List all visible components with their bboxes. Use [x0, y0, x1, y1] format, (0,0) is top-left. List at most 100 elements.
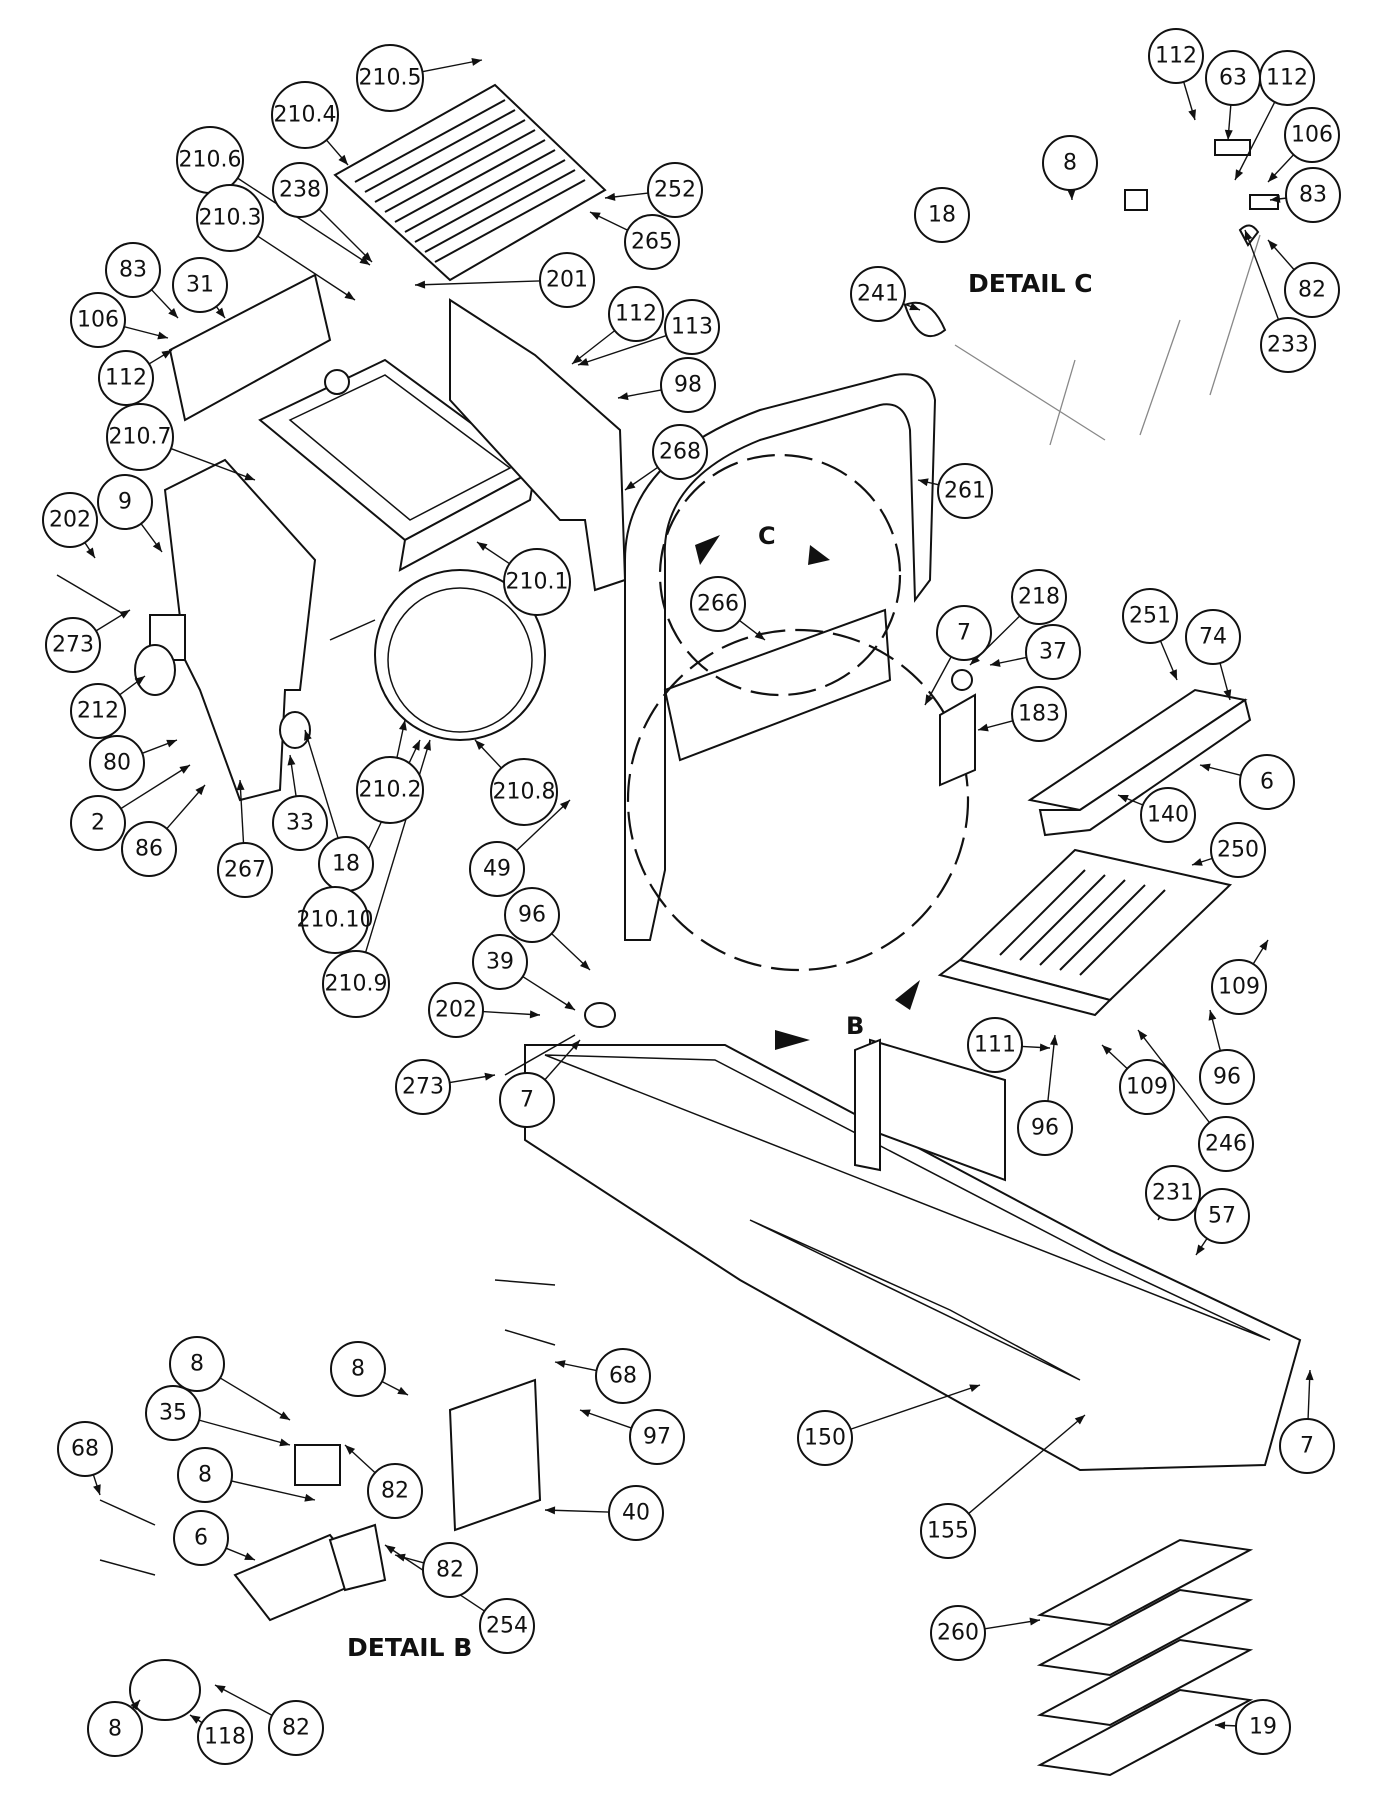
callout-bubble: 37 — [1025, 624, 1081, 680]
callout-circle — [57, 1421, 113, 1477]
leader-arrowhead — [395, 1553, 406, 1562]
leader-lines — [84, 57, 1314, 1730]
callout-label: 96 — [1031, 1116, 1059, 1141]
callout-bubble: 109 — [1119, 1059, 1175, 1115]
callout-label: 7 — [957, 621, 971, 646]
callout-circle — [97, 474, 153, 530]
callout-circle — [1285, 167, 1341, 223]
callout-circle — [301, 886, 369, 954]
leader-arrowhead — [179, 765, 190, 774]
callout-label: 106 — [77, 308, 119, 333]
callout-label: 254 — [486, 1614, 528, 1639]
callout-label: 266 — [697, 592, 739, 617]
callout-circle — [930, 1605, 986, 1661]
callout-label: 150 — [804, 1426, 846, 1451]
callout-circle — [268, 1700, 324, 1756]
leader-arrowhead — [625, 481, 636, 490]
callout-circle — [469, 841, 525, 897]
leader-arrowhead — [244, 1552, 255, 1560]
callout-label: 74 — [1199, 625, 1227, 650]
callout-bubble: 113 — [664, 299, 720, 355]
callout-bubble: 2 — [70, 795, 126, 851]
callout-bubble: 109 — [1211, 959, 1267, 1015]
callout-circle — [42, 492, 98, 548]
leader-arrowhead — [572, 354, 583, 364]
callout-bubble: 98 — [660, 357, 716, 413]
callout-bubble: 111 — [967, 1017, 1023, 1073]
callout-circle — [660, 357, 716, 413]
callout-circle — [503, 548, 571, 616]
leader-arrowhead — [279, 1438, 290, 1447]
callout-circle — [595, 1348, 651, 1404]
leader-arrowhead — [130, 1700, 140, 1711]
leader-arrowhead — [1244, 230, 1253, 241]
callout-circle — [1239, 754, 1295, 810]
leader-arrowhead — [244, 472, 255, 481]
callout-circle — [1210, 822, 1266, 878]
callout-circle — [395, 1059, 451, 1115]
leader-arrowhead — [978, 723, 989, 732]
callout-label: 218 — [1018, 585, 1060, 610]
callout-label: 35 — [159, 1401, 187, 1426]
callout-label: 109 — [1218, 975, 1260, 1000]
callout-bubble: 35 — [145, 1385, 201, 1441]
callout-label: 251 — [1129, 604, 1171, 629]
leader-line — [318, 208, 373, 263]
callout-bubble: 210.5 — [356, 44, 424, 112]
callout-label: 98 — [674, 373, 702, 398]
misc-components — [56, 301, 947, 1076]
leader-arrowhead — [555, 1360, 566, 1368]
leader-arrowhead — [925, 694, 934, 705]
callout-label: 109 — [1126, 1075, 1168, 1100]
radiator-assembly — [258, 358, 537, 572]
leader-arrowhead — [1196, 1244, 1205, 1255]
callout-bubble: 6 — [173, 1510, 229, 1566]
callout-label: 140 — [1147, 803, 1189, 828]
callout-label: 68 — [609, 1364, 637, 1389]
leader-arrowhead — [1067, 189, 1076, 200]
callout-bubble: 261 — [937, 463, 993, 519]
callout-circle — [914, 187, 970, 243]
callout-label: 7 — [1300, 1434, 1314, 1459]
leader-arrowhead — [1188, 109, 1196, 120]
leader-line — [422, 59, 483, 73]
callout-label: 82 — [282, 1716, 310, 1741]
callout-circle — [608, 286, 664, 342]
callout-label: 83 — [1299, 183, 1327, 208]
callout-label: 8 — [108, 1717, 122, 1742]
leader-arrowhead — [579, 960, 590, 970]
callout-bubble: 80 — [89, 735, 145, 791]
callout-bubble: 210.2 — [356, 756, 424, 824]
callout-bubble: 6 — [1239, 754, 1295, 810]
leader-arrowhead — [362, 252, 372, 262]
leader-arrowhead — [559, 800, 570, 810]
leader-arrowhead — [570, 1040, 580, 1051]
callout-label: 112 — [1266, 66, 1308, 91]
callout-label: 238 — [279, 178, 321, 203]
leader-arrowhead — [166, 739, 177, 748]
callout-bubble: 265 — [624, 214, 680, 270]
callout-label: 7 — [520, 1088, 534, 1113]
callout-bubble: 112 — [608, 286, 664, 342]
callout-circle — [1185, 609, 1241, 665]
callout-bubble: 118 — [197, 1709, 253, 1765]
callout-label: 9 — [118, 490, 132, 515]
callout-label: 57 — [1208, 1204, 1236, 1229]
callout-circle — [1279, 1418, 1335, 1474]
callout-label: 112 — [1155, 44, 1197, 69]
callout-circle — [1198, 1116, 1254, 1172]
callout-label: 252 — [654, 178, 696, 203]
callout-label: 202 — [435, 998, 477, 1023]
callout-bubble: 233 — [1260, 317, 1316, 373]
callout-label: 260 — [937, 1621, 979, 1646]
view-letter-c: C — [758, 522, 776, 550]
callout-circle — [106, 403, 174, 471]
leader-arrowhead — [215, 1685, 226, 1694]
callout-label: 18 — [332, 852, 360, 877]
callout-bubble: 112 — [98, 350, 154, 406]
step-plate — [1027, 688, 1252, 837]
leader-line — [544, 1509, 610, 1513]
leader-arrowhead — [475, 740, 485, 751]
leader-arrowhead — [190, 1715, 201, 1724]
leader-line — [231, 1480, 316, 1501]
